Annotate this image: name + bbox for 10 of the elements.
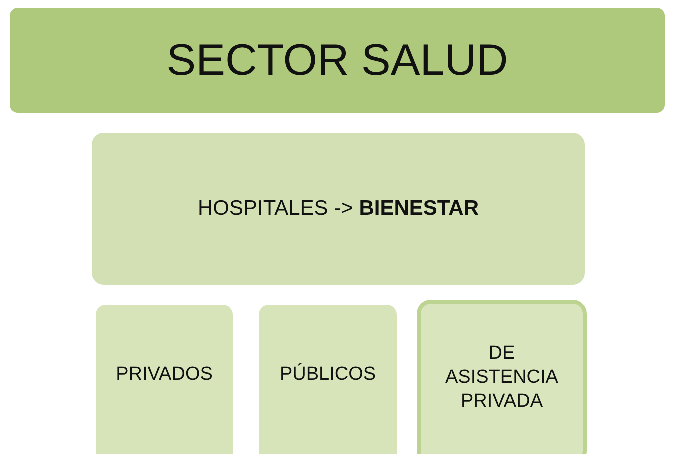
- box-label: PRIVADOS: [116, 363, 213, 387]
- box-label: HOSPITALES -> BIENESTAR: [198, 196, 480, 222]
- subcategory-box: [259, 305, 397, 454]
- box-label: DE ASISTENCIA PRIVADA: [444, 342, 560, 414]
- heading-banner: [10, 8, 665, 113]
- heading-text: SECTOR SALUD: [166, 35, 508, 87]
- category-box: [92, 133, 585, 285]
- subcategory-box: [96, 305, 233, 454]
- box-label: PÚBLICOS: [280, 363, 376, 387]
- subcategory-box: [417, 300, 587, 454]
